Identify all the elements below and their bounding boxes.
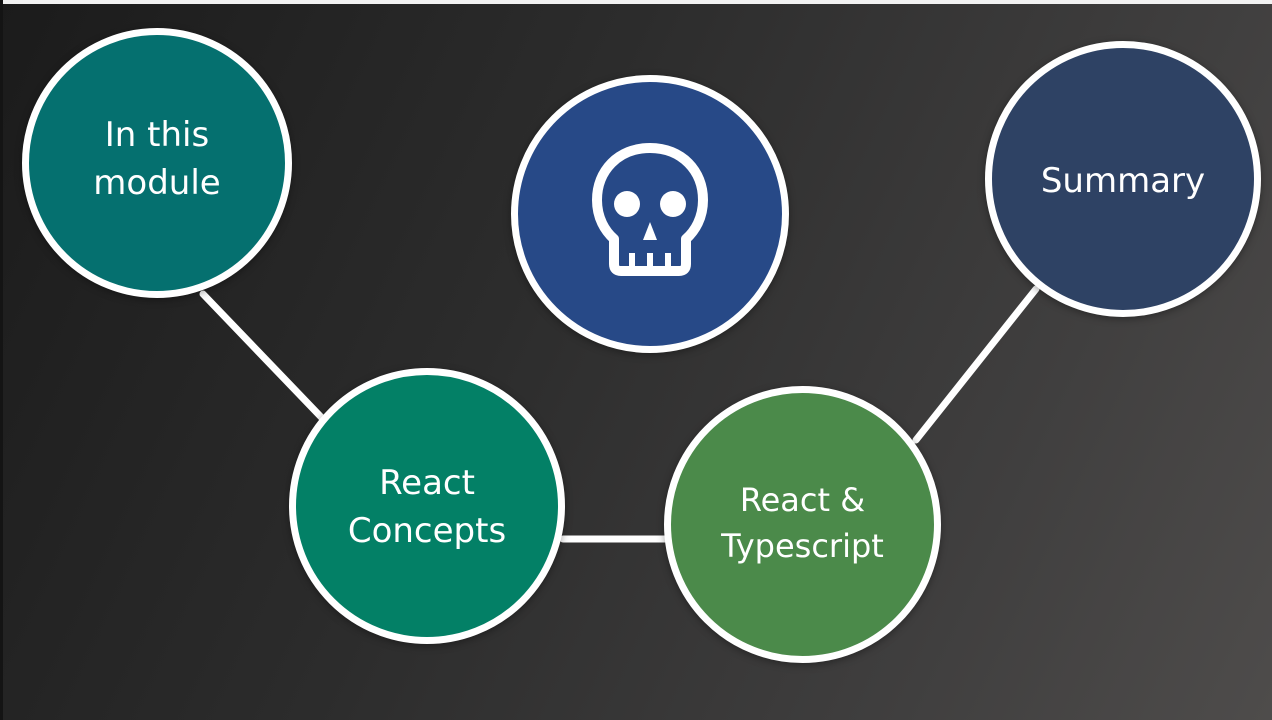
node-react-typescript: React & Typescript bbox=[664, 386, 941, 663]
connector-typescript-summary bbox=[912, 285, 1040, 444]
node-react-concepts: React Concepts bbox=[289, 368, 565, 644]
node-label-in-this-module: In this module bbox=[93, 115, 221, 203]
connector-intro-concepts bbox=[199, 290, 326, 422]
top-border bbox=[0, 0, 1272, 4]
node-label-react-typescript: React & Typescript bbox=[721, 480, 884, 565]
node-summary: Summary bbox=[985, 41, 1261, 317]
node-label-summary: Summary bbox=[1040, 161, 1206, 201]
left-border bbox=[0, 0, 3, 720]
node-label-react-concepts: React Concepts bbox=[347, 463, 507, 551]
node-in-this-module: In this module bbox=[22, 28, 292, 298]
skull-icon bbox=[592, 143, 708, 276]
node-skull bbox=[511, 75, 789, 353]
